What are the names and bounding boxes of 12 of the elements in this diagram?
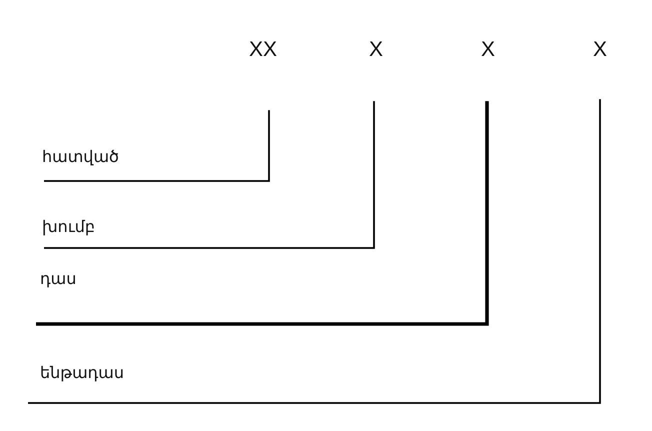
level-label: ենթադաս: [40, 364, 124, 382]
level-label: դաս: [40, 270, 76, 288]
leader-line: [44, 110, 270, 182]
leader-line: [36, 101, 489, 326]
leader-line: [44, 101, 375, 249]
level-label: խումբ: [42, 218, 96, 236]
code-symbol: XX: [249, 38, 277, 62]
level-label: հատված: [42, 148, 119, 166]
code-symbol: X: [481, 38, 495, 62]
code-symbol: X: [593, 38, 607, 62]
leader-line: [28, 99, 601, 404]
code-symbol: X: [369, 38, 383, 62]
